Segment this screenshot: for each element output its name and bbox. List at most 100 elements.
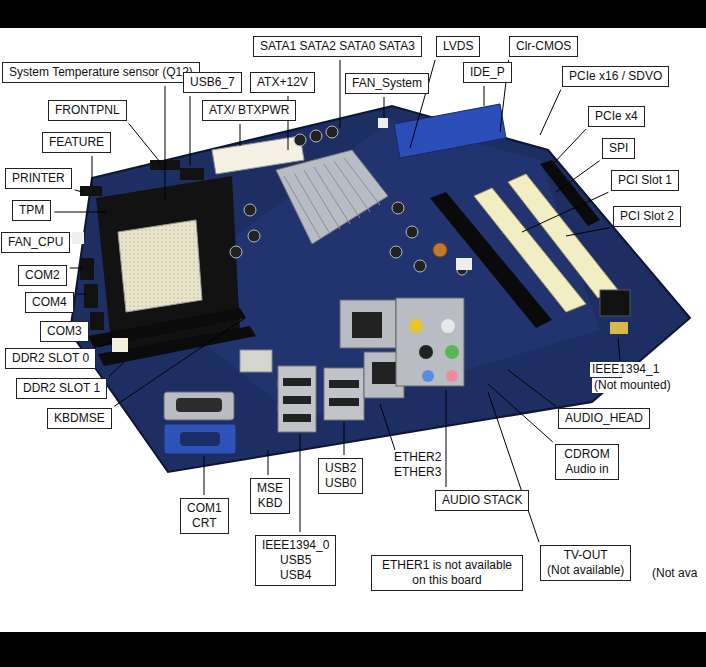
callout-text: USB5 [262,553,329,568]
heatsink [276,150,388,244]
callout-text: KBD [257,496,283,511]
callout-box: ATX+12V [250,72,315,93]
callout-box: Clr-CMOS [509,36,578,57]
callout-box: COM4 [25,292,74,313]
leader-line [75,190,82,192]
callout-box: TPM [12,200,51,221]
leader-line [446,390,447,487]
leader-line [556,161,600,192]
callout-text: SATA1 SATA2 SATA0 SATA3 [260,39,415,54]
callout-box: PCI Slot 1 [611,170,679,191]
callout-box: FAN_System [345,73,429,94]
callout-box: USB6_7 [183,72,242,93]
callout-box: COM2 [18,265,67,286]
part-label: (Not ava [650,566,699,581]
part-label: ETHER3 [392,465,443,480]
callout-text: IDE_P [470,65,505,80]
callout-text: COM2 [25,268,60,283]
leader-line [70,268,82,269]
callout-text: FAN_System [352,76,422,91]
callout-text: FEATURE [49,135,104,150]
callout-text: CRT [187,516,222,531]
leader-line [384,97,385,118]
callout-text: KBDMSE [54,411,105,426]
callout-text: PRINTER [12,171,65,186]
atx-power-connector [212,136,304,174]
leader-line [484,86,485,106]
leader-line [114,318,245,406]
callout-box: CDROM Audio in [555,444,619,480]
callout-text: PCIe x4 [595,109,638,124]
callout-text: System Temperature sensor (Q12) [9,65,193,80]
leader-line [566,228,610,236]
part-label: (Not mounted) [592,378,673,393]
callout-text: COM4 [32,295,67,310]
leader-line [204,456,205,495]
leader-line [129,123,160,162]
cpu-pins [118,220,202,312]
ddr-slot [98,326,256,366]
leader-line [54,212,106,213]
callout-box: COM3 [40,321,89,342]
callout-text: FRONTPNL [55,103,120,118]
leader-line [340,60,341,128]
leader-line [165,86,166,200]
leader-line [92,156,93,186]
board [70,106,690,472]
chip [600,290,630,316]
callout-box: COM1CRT [180,498,229,534]
callout-box: IEEE1394_0USB5USB4 [255,535,336,586]
callout-box: DDR2 SLOT 1 [16,378,107,399]
leader-line [552,129,586,165]
callout-text: PCI Slot 1 [618,173,672,188]
callout-box: ETHER1 is not available on this board [371,555,523,591]
leader-line [190,96,191,166]
callout-text: COM1 [187,501,222,516]
callout-box: MSEKBD [250,478,290,514]
leader-line [109,362,124,376]
callout-text: USB4 [262,568,329,583]
callout-text: COM3 [47,324,82,339]
callout-text: PCIe x16 / SDVO [569,69,662,84]
callout-text: AUDIO STACK [442,493,522,508]
callout-box: FAN_CPU [1,232,70,253]
callout-box: AUDIO_HEAD [558,408,650,429]
callout-text: Clr-CMOS [516,39,571,54]
bottom-band [0,632,706,667]
leader-line [488,392,539,542]
slot-latch [112,338,128,352]
callout-text: TPM [19,203,44,218]
callout-box: TV-OUT(Not available) [540,545,631,581]
ieee1394-header [610,322,628,334]
callout-text: USB0 [325,476,356,491]
callout-text: CDROM Audio in [562,447,612,477]
heatsink-fins [284,158,380,238]
callout-text: LVDS [443,39,473,54]
callout-box: KBDMSE [47,408,112,429]
leader-line [240,124,241,146]
leader-line [268,450,269,475]
leader-line [344,422,345,455]
callout-text: TV-OUT [547,548,624,563]
callout-box: DDR2 SLOT 0 [5,348,96,369]
callout-box: FEATURE [42,132,111,153]
callout-text: AUDIO_HEAD [565,411,643,426]
callout-box: SPI [602,138,635,159]
callout-text: DDR2 SLOT 1 [23,381,100,396]
callout-text: (Not available) [547,563,624,578]
callout-box: SATA1 SATA2 SATA0 SATA3 [253,36,422,57]
callout-text: MSE [257,481,283,496]
callout-box: FRONTPNL [48,100,127,121]
leader-line [522,192,608,232]
leader-line [540,90,561,135]
capacitors [230,126,467,275]
callout-text: ATX/ BTXPWR [209,103,289,118]
callout-box: PCIe x4 [588,106,645,127]
callout-box: LVDS [436,36,480,57]
callout-text: ETHER1 is not available on this board [378,558,516,588]
callout-text: FAN_CPU [8,235,63,250]
cpu-socket [118,220,202,312]
callout-text: USB6_7 [190,75,235,90]
